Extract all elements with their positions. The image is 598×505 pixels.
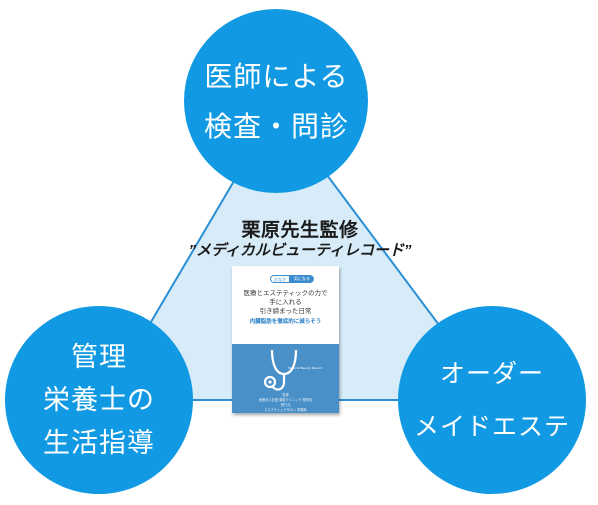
book-tag-left: おなか (270, 275, 290, 283)
book-highlight: 内臓脂肪を徹底的に減らそう (249, 319, 322, 325)
book-logo-text: Medical Beauty Record (288, 366, 323, 370)
book-credit-line: 発行元 (280, 403, 291, 407)
circle-label-line: 生活指導 (43, 427, 155, 459)
center-subtitle: ”メディカルビューティレコード” (188, 242, 412, 259)
circle-label-line: 医師による (204, 59, 349, 93)
book-title-line: 手に入れる (269, 298, 302, 306)
book-credit-line: 医療法人社団 栗原クリニック 理事長 (258, 398, 313, 402)
center-title: 栗原先生監修 (241, 220, 359, 241)
circle-top-shape (184, 9, 368, 193)
book-credit-line: 監修 (282, 393, 289, 397)
circle-label-line: 管理 (71, 341, 127, 373)
circle-label-line: 検査・問診 (203, 109, 349, 143)
stethoscope-icon (263, 349, 298, 391)
book-title-line: 医療とエステティックの力で (243, 289, 328, 297)
circle-label-line: オーダー (439, 359, 544, 388)
circle-custom-esthetic: オーダー メイドエステ (398, 306, 586, 494)
circle-doctor-exam: 医師による 検査・問診 (184, 9, 369, 194)
circle-label-line: 栄養士の (43, 384, 155, 416)
circle-right-shape (398, 306, 586, 494)
circle-left-shape (5, 306, 193, 494)
circle-nutritionist-guidance: 管理 栄養士の 生活指導 (5, 306, 193, 494)
book-credit-line: エステティックサロン 事務局 (264, 408, 307, 412)
book-cover: おなか 気になる 医療とエステティックの力で 手に入れる 引き締まった日常 内臓… (232, 266, 339, 413)
book-cover-bottom (232, 344, 339, 413)
book-tag: おなか 気になる (270, 275, 314, 283)
book-title-line: 引き締まった日常 (259, 307, 312, 315)
book-tag-right: 気になる (290, 275, 314, 283)
circle-label-line: メイドエステ (413, 412, 570, 441)
